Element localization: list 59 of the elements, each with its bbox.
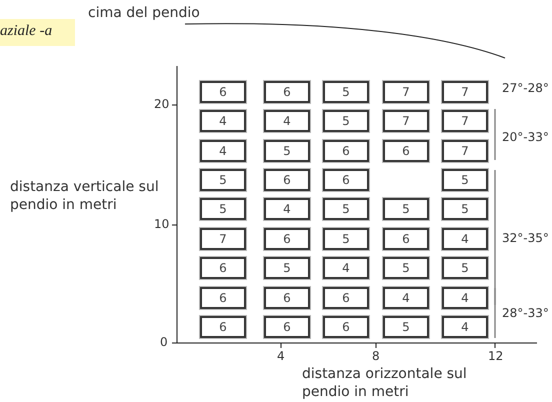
data-cell: 4 xyxy=(442,287,488,309)
data-cell: 6 xyxy=(200,316,246,338)
data-cell: 5 xyxy=(442,169,488,191)
data-cell: 5 xyxy=(383,316,429,338)
data-cell: 6 xyxy=(264,287,310,309)
angle-range: 27°-28° xyxy=(502,81,549,95)
data-cell: 6 xyxy=(323,316,369,338)
angle-range: 28°-33° xyxy=(502,306,549,320)
data-cell: 6 xyxy=(323,287,369,309)
tick-label: 20 xyxy=(154,97,170,111)
data-cell: 7 xyxy=(442,140,488,162)
data-cell: 6 xyxy=(200,287,246,309)
slope-top-label: cima del pendio xyxy=(88,5,200,21)
data-cell: 5 xyxy=(264,257,310,279)
data-cell: 7 xyxy=(442,110,488,132)
data-cell: 7 xyxy=(383,110,429,132)
data-cell: 5 xyxy=(383,198,429,220)
data-cell: 4 xyxy=(323,257,369,279)
data-cell: 5 xyxy=(200,198,246,220)
data-cell: 5 xyxy=(323,228,369,250)
data-cell: 4 xyxy=(442,316,488,338)
data-cell: 4 xyxy=(442,228,488,250)
data-cell: 6 xyxy=(200,257,246,279)
data-cell: 4 xyxy=(264,110,310,132)
data-cell: 6 xyxy=(383,140,429,162)
data-cell: 4 xyxy=(264,198,310,220)
highlight-band xyxy=(0,19,75,46)
data-cell: 5 xyxy=(323,81,369,103)
data-cell: 6 xyxy=(383,228,429,250)
angle-range: 32°-35° xyxy=(502,231,549,245)
data-cell: 6 xyxy=(200,81,246,103)
data-cell: 5 xyxy=(323,110,369,132)
data-cell: 5 xyxy=(442,198,488,220)
data-cell: 7 xyxy=(200,228,246,250)
angle-range: 20°-33° xyxy=(502,130,549,144)
data-cell: 7 xyxy=(442,81,488,103)
data-cell: 4 xyxy=(383,287,429,309)
data-cell: 6 xyxy=(264,169,310,191)
axis-title: distanza verticale sul pendio in metri xyxy=(10,178,160,214)
title-fragment: aziale -a xyxy=(0,23,52,40)
data-cell: 7 xyxy=(383,81,429,103)
data-cell: 6 xyxy=(264,228,310,250)
data-cell: 6 xyxy=(264,316,310,338)
data-cell: 4 xyxy=(200,140,246,162)
data-cell: 4 xyxy=(200,110,246,132)
data-cell: 5 xyxy=(200,169,246,191)
tick-label: 12 xyxy=(488,349,504,363)
tick-label: 0 xyxy=(160,335,168,349)
tick-label: 10 xyxy=(154,217,170,231)
data-cell: 6 xyxy=(323,140,369,162)
data-cell: 5 xyxy=(442,257,488,279)
data-cell: 5 xyxy=(383,257,429,279)
data-cell: 6 xyxy=(264,81,310,103)
tick-label: 4 xyxy=(277,349,285,363)
data-cell: 5 xyxy=(323,198,369,220)
data-cell: 6 xyxy=(323,169,369,191)
tick-label: 8 xyxy=(372,349,380,363)
data-cell: 5 xyxy=(264,140,310,162)
axis-title: distanza orizzontale sul pendio in metri xyxy=(302,365,468,401)
